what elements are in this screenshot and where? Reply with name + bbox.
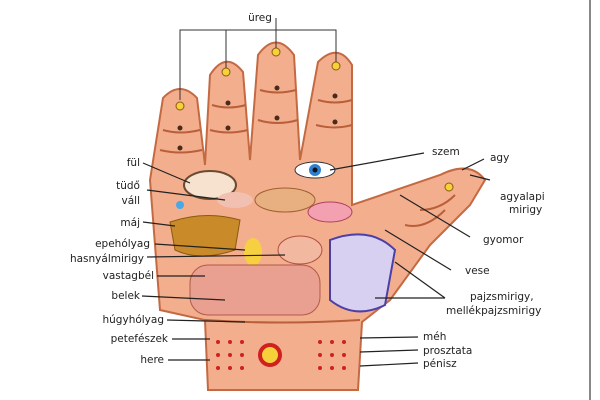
stomach-icon (307, 201, 353, 223)
label-hugyholyag: húgyhólyag (102, 314, 165, 326)
label-belek: belek (111, 290, 140, 302)
label-maj: máj (120, 217, 140, 229)
label-meh: méh (423, 331, 447, 343)
label-agyalapi: agyalapi (500, 191, 545, 203)
leader-lines (141, 152, 491, 367)
bracket-lines (179, 18, 337, 100)
label-petefeszek: petefészek (110, 333, 168, 345)
label-agy: agy (490, 152, 510, 164)
pancreas-icon (277, 235, 323, 265)
label-penisz: pénisz (423, 358, 457, 370)
label-mellekpajzsmirigy: mellékpajzsmirigy (446, 305, 542, 317)
label-ureg: üreg (248, 12, 272, 24)
finger-points (177, 85, 338, 151)
label-here: here (140, 354, 164, 366)
shoulder-dot (176, 201, 184, 209)
label-ful: fül (126, 157, 140, 169)
lung-icon (217, 192, 253, 208)
label-hasnyalmirigy: hasnyálmirigy (69, 253, 144, 265)
label-vese: vese (465, 265, 490, 277)
label-epeholyag: epehólyag (95, 238, 150, 250)
kidney-thyroid-icon (329, 233, 397, 313)
reproductive-icon (258, 343, 282, 367)
wrist-dots (216, 340, 346, 370)
shoulder-organs (254, 187, 316, 213)
label-szem: szem (432, 146, 460, 158)
label-prosztata: prosztata (423, 345, 473, 357)
liver-icon (169, 214, 241, 257)
label-vastagbel: vastagbél (102, 270, 154, 282)
ear-icon (183, 170, 237, 200)
label-pajzsmirigy: pajzsmirigy, (470, 291, 534, 303)
label-vall: váll (121, 195, 140, 207)
border-line (589, 0, 591, 400)
label-mirigy: mirigy (509, 204, 543, 216)
label-gyomor: gyomor (483, 234, 524, 246)
label-tudo: tüdő (116, 180, 140, 192)
gallbladder-icon (244, 238, 262, 266)
intestines-icon (189, 264, 321, 316)
